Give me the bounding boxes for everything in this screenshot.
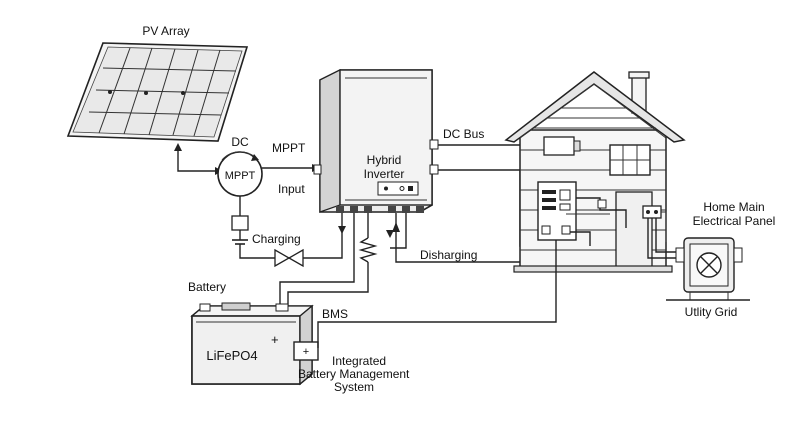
dc-bus-label: DC Bus xyxy=(443,127,484,141)
bms-desc-line1: Integrated xyxy=(332,354,386,368)
utility-meter xyxy=(666,237,750,301)
pv-array-panel xyxy=(66,42,249,142)
house xyxy=(504,71,686,273)
charging-label: Charging xyxy=(252,232,301,246)
battery-label: Battery xyxy=(188,280,226,294)
pv-array-label: PV Array xyxy=(142,24,189,38)
bms-desc-line2: Battery Management xyxy=(298,367,410,381)
main-breaker xyxy=(642,205,662,219)
valve-icon xyxy=(274,248,304,268)
inverter-label-line1: Hybrid xyxy=(367,153,402,167)
input-label: Input xyxy=(278,182,305,196)
fuse-icon xyxy=(231,215,249,231)
battery xyxy=(190,302,319,386)
utility-grid-label: Utlity Grid xyxy=(685,305,738,319)
bms-label: BMS xyxy=(322,307,348,321)
home-panel-label-line1: Home Main xyxy=(703,200,764,214)
home-panel-label-line2: Electrical Panel xyxy=(693,214,776,228)
bms-desc-line3: System xyxy=(334,380,374,394)
hybrid-inverter xyxy=(313,69,439,213)
house-subpanel xyxy=(537,181,577,241)
battery-plus-label: + xyxy=(271,332,279,347)
battery-chem-label: LiFePO4 xyxy=(206,348,257,363)
dc-label: DC xyxy=(231,135,249,149)
bms-plus-label: + xyxy=(303,346,309,358)
disharging-label: Disharging xyxy=(420,248,477,262)
mppt-label: MPPT xyxy=(272,141,306,155)
mppt-controller xyxy=(217,151,263,197)
inverter-label-line2: Inverter xyxy=(364,167,405,181)
mppt-circle-label: MPPT xyxy=(225,170,256,182)
